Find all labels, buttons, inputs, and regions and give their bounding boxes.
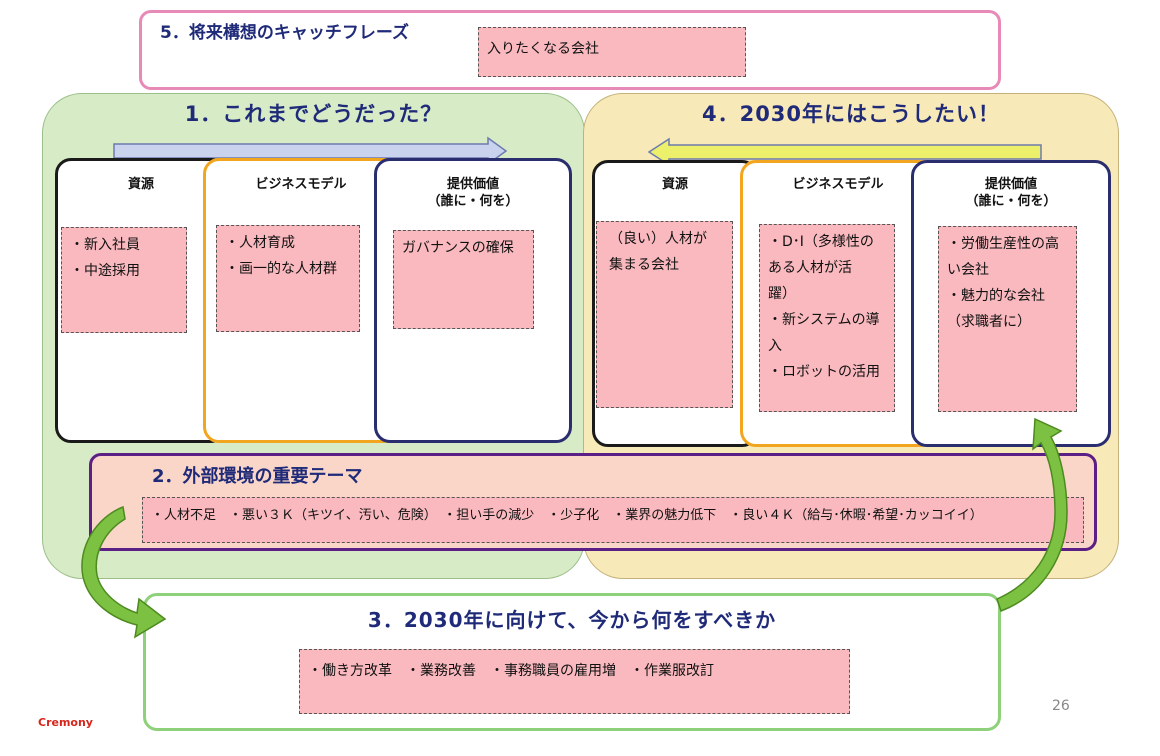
future-col-resources-header: 資源 <box>661 177 688 192</box>
future-title: 4．2030年にはこうしたい！ <box>701 102 1001 126</box>
environment-title: 2．外部環境の重要テーマ <box>152 466 363 487</box>
catchphrase-title: 5．将来構想のキャッチフレーズ <box>160 23 409 43</box>
environment-to-actions-arrow <box>81 505 167 639</box>
future-col-business-header: ビジネスモデル <box>792 177 884 192</box>
actions-title: 3．2030年に向けて、今から何をすべきか <box>367 608 777 632</box>
past-business-note: ・人材育成 ・画一的な人材群 <box>216 225 360 332</box>
environment-note: ・人材不足 ・悪い３Ｋ（キツイ、汚い、危険） ・担い手の減少 ・少子化 ・業界の… <box>142 497 1084 543</box>
company-logo: Cremony <box>38 716 93 729</box>
page-number: 26 <box>1052 698 1070 714</box>
past-value-note: ガバナンスの確保 <box>393 230 534 329</box>
future-resources-note: （良い）人材が 集まる会社 <box>596 221 733 408</box>
future-business-note: ・D･I（多様性の ある人材が活 躍） ・新システムの導 入 ・ロボットの活用 <box>759 224 895 412</box>
actions-note: ・働き方改革 ・業務改善 ・事務職員の雇用増 ・作業服改訂 <box>299 649 850 714</box>
past-col-business-header: ビジネスモデル <box>255 177 347 192</box>
past-col-resources-header: 資源 <box>127 177 154 192</box>
catchphrase-note: 入りたくなる会社 <box>478 27 746 77</box>
future-col-value-header: 提供価値 （誰に・何を） <box>965 177 1057 209</box>
future-flow-arrow <box>647 137 1042 167</box>
actions-to-future-arrow <box>996 417 1068 612</box>
past-resources-note: ・新入社員 ・中途採用 <box>61 227 187 333</box>
past-col-value-header: 提供価値 （誰に・何を） <box>427 177 519 209</box>
past-title: 1．これまでどうだった？ <box>184 102 443 126</box>
future-value-note: ・労働生産性の高 い会社 ・魅力的な会社 （求職者に） <box>938 226 1077 412</box>
